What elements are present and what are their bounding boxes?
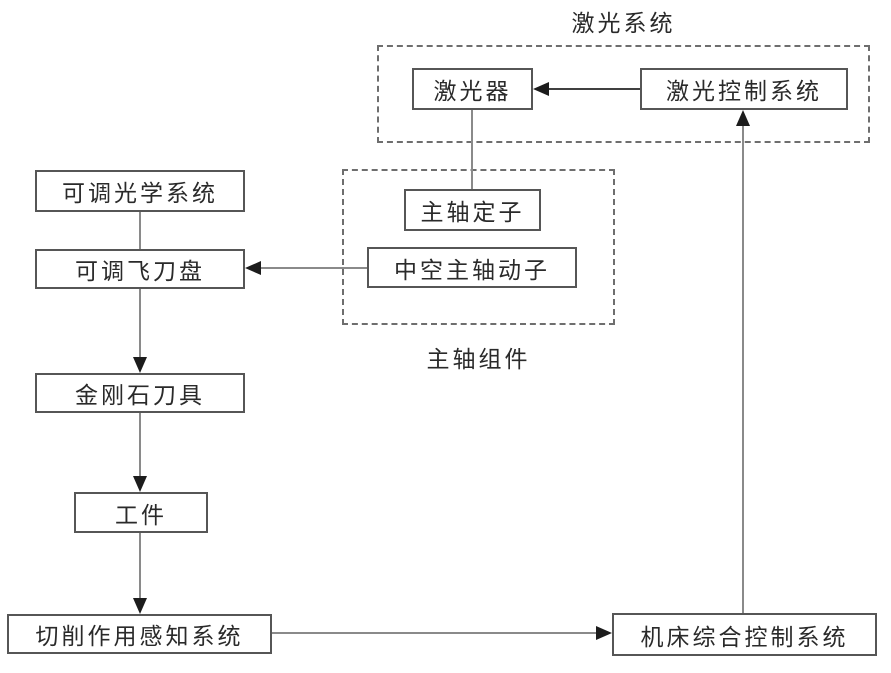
edge-diamond-tool-to-workpiece (139, 413, 141, 478)
spindle-assembly-group-label: 主轴组件 (426, 347, 531, 373)
laser-system-group-label: 激光系统 (571, 11, 676, 37)
node-diamond-tool: 金刚石刀具 (35, 373, 245, 413)
node-cutting-sense: 切削作用感知系统 (7, 614, 272, 654)
arrowhead-into-machine-control (596, 626, 612, 640)
edge-fly-cutter-to-diamond-tool (139, 289, 141, 359)
node-spindle-stator: 主轴定子 (404, 189, 541, 231)
edge-laser-to-spindle-stator (471, 110, 473, 189)
node-laser: 激光器 (412, 68, 533, 110)
node-laser-control: 激光控制系统 (640, 68, 848, 110)
node-hollow-spindle-mover: 中空主轴动子 (367, 247, 577, 288)
edge-laser-control-to-laser (547, 88, 640, 90)
edge-cutting-sense-to-machine-control (272, 632, 598, 634)
node-machine-control: 机床综合控制系统 (612, 613, 877, 656)
edge-workpiece-to-cutting-sense (139, 533, 141, 600)
node-adjustable-optics: 可调光学系统 (35, 170, 245, 212)
edge-mover-to-fly-cutter (259, 267, 367, 269)
node-workpiece: 工件 (74, 492, 208, 533)
arrowhead-into-workpiece (133, 476, 147, 492)
edge-machine-control-to-laser-control (742, 124, 744, 613)
node-adjustable-fly-cutter: 可调飞刀盘 (35, 249, 245, 289)
arrowhead-into-diamond-tool (133, 357, 147, 373)
arrowhead-into-laser (533, 82, 549, 96)
edge-optics-to-fly-cutter (139, 212, 141, 249)
arrowhead-into-fly-cutter (245, 261, 261, 275)
spindle-assembly-group-box (342, 169, 615, 325)
laser-system-group-box (377, 45, 870, 143)
arrowhead-into-cutting-sense (133, 598, 147, 614)
arrowhead-into-laser-control (736, 110, 750, 126)
